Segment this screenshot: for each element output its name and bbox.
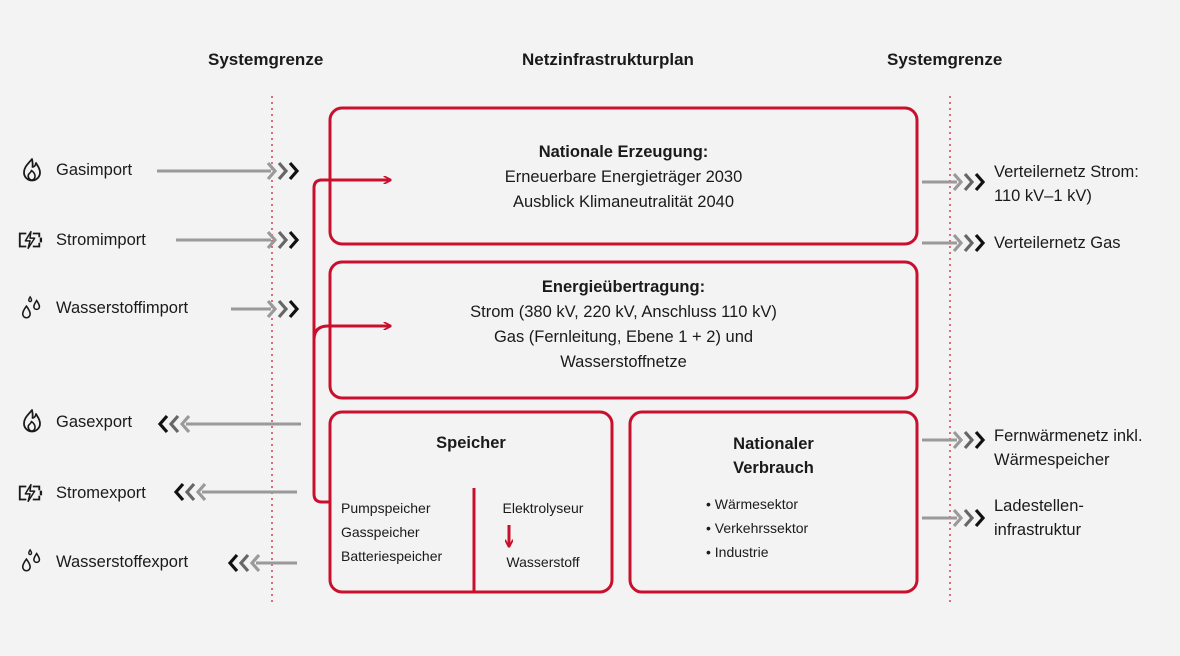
storage-item-battery: Batteriespeicher: [341, 548, 443, 564]
consumption-list: Wärmesektor Verkehrssektor Industrie: [706, 492, 808, 564]
distribution-gas-arrow-chevron-1: [952, 233, 964, 253]
hydrogen-drops-icon: [21, 548, 41, 572]
transmission-line-3: Wasserstoffnetze: [560, 353, 687, 371]
transmission-line-2: Gas (Fernleitung, Ebene 1 + 2) und: [493, 328, 754, 346]
consumption-title: Nationaler Verbrauch: [733, 435, 814, 477]
hydrogen-import-arrow-chevron-2: [277, 299, 289, 319]
consumption-item-industry: Industrie: [706, 540, 808, 564]
import-label-hydrogen: Wasserstoffimport: [56, 299, 189, 317]
electricity-export-arrow-chevron-2: [184, 482, 196, 502]
export-label-electricity: Stromexport: [56, 484, 146, 502]
storage-item-gas: Gasspeicher: [341, 524, 420, 540]
district-heating-arrow-chevron-3: [974, 430, 986, 450]
storage-item-pumped: Pumpspeicher: [341, 500, 431, 516]
gas-export-arrow-chevron-3: [157, 414, 169, 434]
export-label-gas: Gasexport: [56, 413, 133, 431]
import-label-electricity: Stromimport: [56, 231, 146, 249]
hydrogen-export-arrow-chevron-1: [249, 553, 261, 573]
distribution-electricity-arrow-chevron-2: [963, 172, 975, 192]
hydrogen-export-arrow-chevron-2: [238, 553, 250, 573]
output-label-distribution-gas: Verteilernetz Gas: [994, 234, 1121, 252]
import-label-gas: Gasimport: [56, 161, 133, 179]
gas-import-arrow-chevron-3: [288, 161, 300, 181]
header-system-boundary-left: Systemgrenze: [208, 50, 324, 69]
hydrogen-export-arrow-chevron-3: [227, 553, 239, 573]
storage-title: Speicher: [436, 434, 506, 452]
consumption-box: [628, 410, 919, 594]
generation-line-1: Erneuerbare Energieträger 2030: [504, 168, 743, 186]
export-label-hydrogen: Wasserstoffexport: [56, 553, 189, 571]
hydrogen-drops-icon: [21, 295, 41, 319]
distribution-gas-arrow-chevron-2: [963, 233, 975, 253]
distribution-electricity-arrow-chevron-1: [952, 172, 964, 192]
bus-line: [312, 178, 340, 504]
district-heating-arrow-chevron-1: [952, 430, 964, 450]
header-system-boundary-right: Systemgrenze: [887, 50, 1003, 69]
storage-list: Pumpspeicher Gasspeicher Batteriespeiche…: [341, 496, 442, 568]
electricity-import-arrow-chevron-1: [266, 230, 278, 250]
district-heating-arrow-chevron-2: [963, 430, 975, 450]
gas-export-arrow-chevron-1: [179, 414, 191, 434]
gas-export-arrow-chevron-2: [168, 414, 180, 434]
distribution-gas-arrow-chevron-3: [974, 233, 986, 253]
consumption-item-heat: Wärmesektor: [706, 492, 808, 516]
generation-box-text: Nationale Erzeugung: Erneuerbare Energie…: [330, 141, 917, 213]
gas-import-arrow-chevron-1: [266, 161, 278, 181]
electricity-export-arrow-chevron-1: [195, 482, 207, 502]
flame-icon: [23, 409, 41, 433]
charging-infrastructure-arrow-chevron-1: [952, 508, 964, 528]
hydrogen-import-arrow-chevron-3: [288, 299, 300, 319]
gas-import-arrow-chevron-2: [277, 161, 289, 181]
charging-infrastructure-arrow-chevron-3: [974, 508, 986, 528]
header-grid-plan: Netzinfrastrukturplan: [522, 50, 694, 69]
generation-box: [328, 106, 919, 246]
electricity-export-arrow-chevron-3: [173, 482, 185, 502]
distribution-electricity-arrow-chevron-3: [974, 172, 986, 192]
charging-infrastructure-arrow-chevron-2: [963, 508, 975, 528]
flame-icon: [23, 158, 41, 182]
transmission-line-1: Strom (380 kV, 220 kV, Anschluss 110 kV): [470, 303, 777, 321]
generation-title: Nationale Erzeugung:: [538, 143, 709, 161]
generation-line-2: Ausblick Klimaneutralität 2040: [512, 193, 735, 211]
battery-bolt-icon: [18, 483, 43, 503]
electrolysis-bottom-label: Wasserstoff: [506, 554, 580, 570]
output-label-district-heating: Fernwärmenetz inkl. Wärmespeicher: [994, 427, 1143, 469]
output-label-distribution-electricity: Verteilernetz Strom: 110 kV–1 kV): [994, 163, 1139, 205]
output-label-charging-infrastructure: Ladestellen- infrastruktur: [994, 497, 1084, 539]
consumption-item-transport: Verkehrssektor: [706, 516, 808, 540]
bus-arrow-transmission: [312, 326, 390, 341]
battery-bolt-icon: [18, 230, 43, 250]
electricity-import-arrow-chevron-2: [277, 230, 289, 250]
transmission-box: [328, 260, 919, 400]
transmission-box-text: Energieübertragung: Strom (380 kV, 220 k…: [330, 276, 917, 373]
electricity-import-arrow-chevron-3: [288, 230, 300, 250]
electrolysis-top-label: Elektrolyseur: [502, 500, 584, 516]
transmission-title: Energieübertragung:: [541, 278, 706, 296]
hydrogen-import-arrow-chevron-1: [266, 299, 278, 319]
